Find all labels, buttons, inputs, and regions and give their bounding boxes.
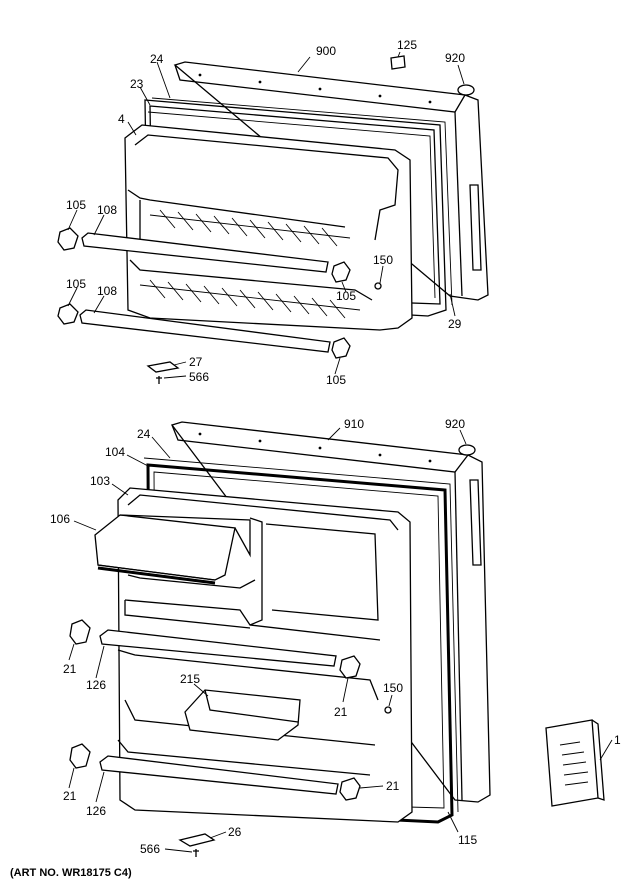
callout-24-lower: 24 <box>137 427 151 441</box>
callout-920-lower: 920 <box>445 417 465 431</box>
fresh-food-shelf-bracket-left-upper <box>69 619 91 645</box>
callout-23: 23 <box>130 77 144 91</box>
freezer-shelf-bracket-left-upper <box>57 227 79 251</box>
callout-900: 900 <box>316 44 336 58</box>
callout-125: 125 <box>397 38 417 52</box>
fresh-food-door-assembly: 910 920 24 104 103 106 21 126 215 150 21… <box>50 417 621 857</box>
freezer-hinge-screw-icon <box>156 376 162 384</box>
callout-215: 215 <box>180 672 200 686</box>
callout-108-upper: 108 <box>97 203 117 217</box>
freezer-lower-shelf-bar <box>79 309 331 353</box>
fresh-food-leader-lines <box>68 427 613 853</box>
fresh-food-shelf-bracket-right-lower <box>339 777 361 801</box>
fresh-food-screw-icon <box>384 706 392 714</box>
callout-108-lower: 108 <box>97 284 117 298</box>
callout-21-upper-right: 21 <box>334 705 348 719</box>
callout-105-upper-left: 105 <box>66 198 86 212</box>
fresh-food-shelf-bracket-right-upper <box>339 655 361 679</box>
callout-24-upper: 24 <box>150 52 164 66</box>
freezer-upper-shelf-bar <box>81 232 329 273</box>
freezer-leader-lines <box>67 51 465 379</box>
callout-21-lower-right: 21 <box>386 779 400 793</box>
callout-126-upper: 126 <box>86 678 106 692</box>
freezer-shelf-bracket-right-upper <box>331 261 351 283</box>
fresh-food-hinge-icon <box>178 833 216 847</box>
fresh-food-hinge-screw-icon <box>193 849 199 857</box>
owners-manual-icon <box>545 719 605 807</box>
callout-150-upper: 150 <box>373 253 393 267</box>
freezer-hinge-cap-icon <box>457 84 475 96</box>
freezer-shelf-bracket-right-lower <box>331 337 351 359</box>
callout-566-lower: 566 <box>140 842 160 856</box>
callout-105-lower-left: 105 <box>66 277 86 291</box>
fresh-food-upper-shelf-bar <box>99 629 337 667</box>
callout-4: 4 <box>118 112 125 126</box>
callout-26: 26 <box>228 825 242 839</box>
callout-21-upper-left: 21 <box>63 662 77 676</box>
fresh-food-egg-bin <box>184 689 301 741</box>
freezer-plug-icon <box>390 55 406 70</box>
callout-104: 104 <box>105 445 125 459</box>
fresh-food-dairy-bin <box>94 514 251 585</box>
callout-1: 1 <box>614 733 621 747</box>
callout-150-lower: 150 <box>383 681 403 695</box>
fresh-food-lower-shelf-bar <box>99 755 339 795</box>
callout-105-upper-right: 105 <box>336 289 356 303</box>
callout-126-lower: 126 <box>86 804 106 818</box>
callout-103: 103 <box>90 474 110 488</box>
freezer-door-liner <box>124 124 413 331</box>
freezer-screw-icon <box>374 282 382 290</box>
callout-27: 27 <box>189 355 203 369</box>
callout-115: 115 <box>458 833 477 847</box>
callout-21-lower-left: 21 <box>63 789 77 803</box>
fresh-food-shelf-bracket-left-lower <box>69 743 91 769</box>
callout-910: 910 <box>344 417 364 431</box>
callout-29: 29 <box>448 317 462 331</box>
callout-566-upper: 566 <box>189 370 209 384</box>
callout-105-lower-right: 105 <box>326 373 346 387</box>
freezer-hinge-icon <box>146 361 180 373</box>
art-number: (ART NO. WR18175 C4) <box>10 867 132 879</box>
freezer-door-assembly: 900 125 920 24 23 4 105 108 150 105 105 … <box>57 38 489 387</box>
callout-920-upper: 920 <box>445 51 465 65</box>
callout-106: 106 <box>50 512 70 526</box>
freezer-shelf-bracket-left-lower <box>57 303 79 325</box>
fresh-food-hinge-cap-icon <box>458 444 476 456</box>
